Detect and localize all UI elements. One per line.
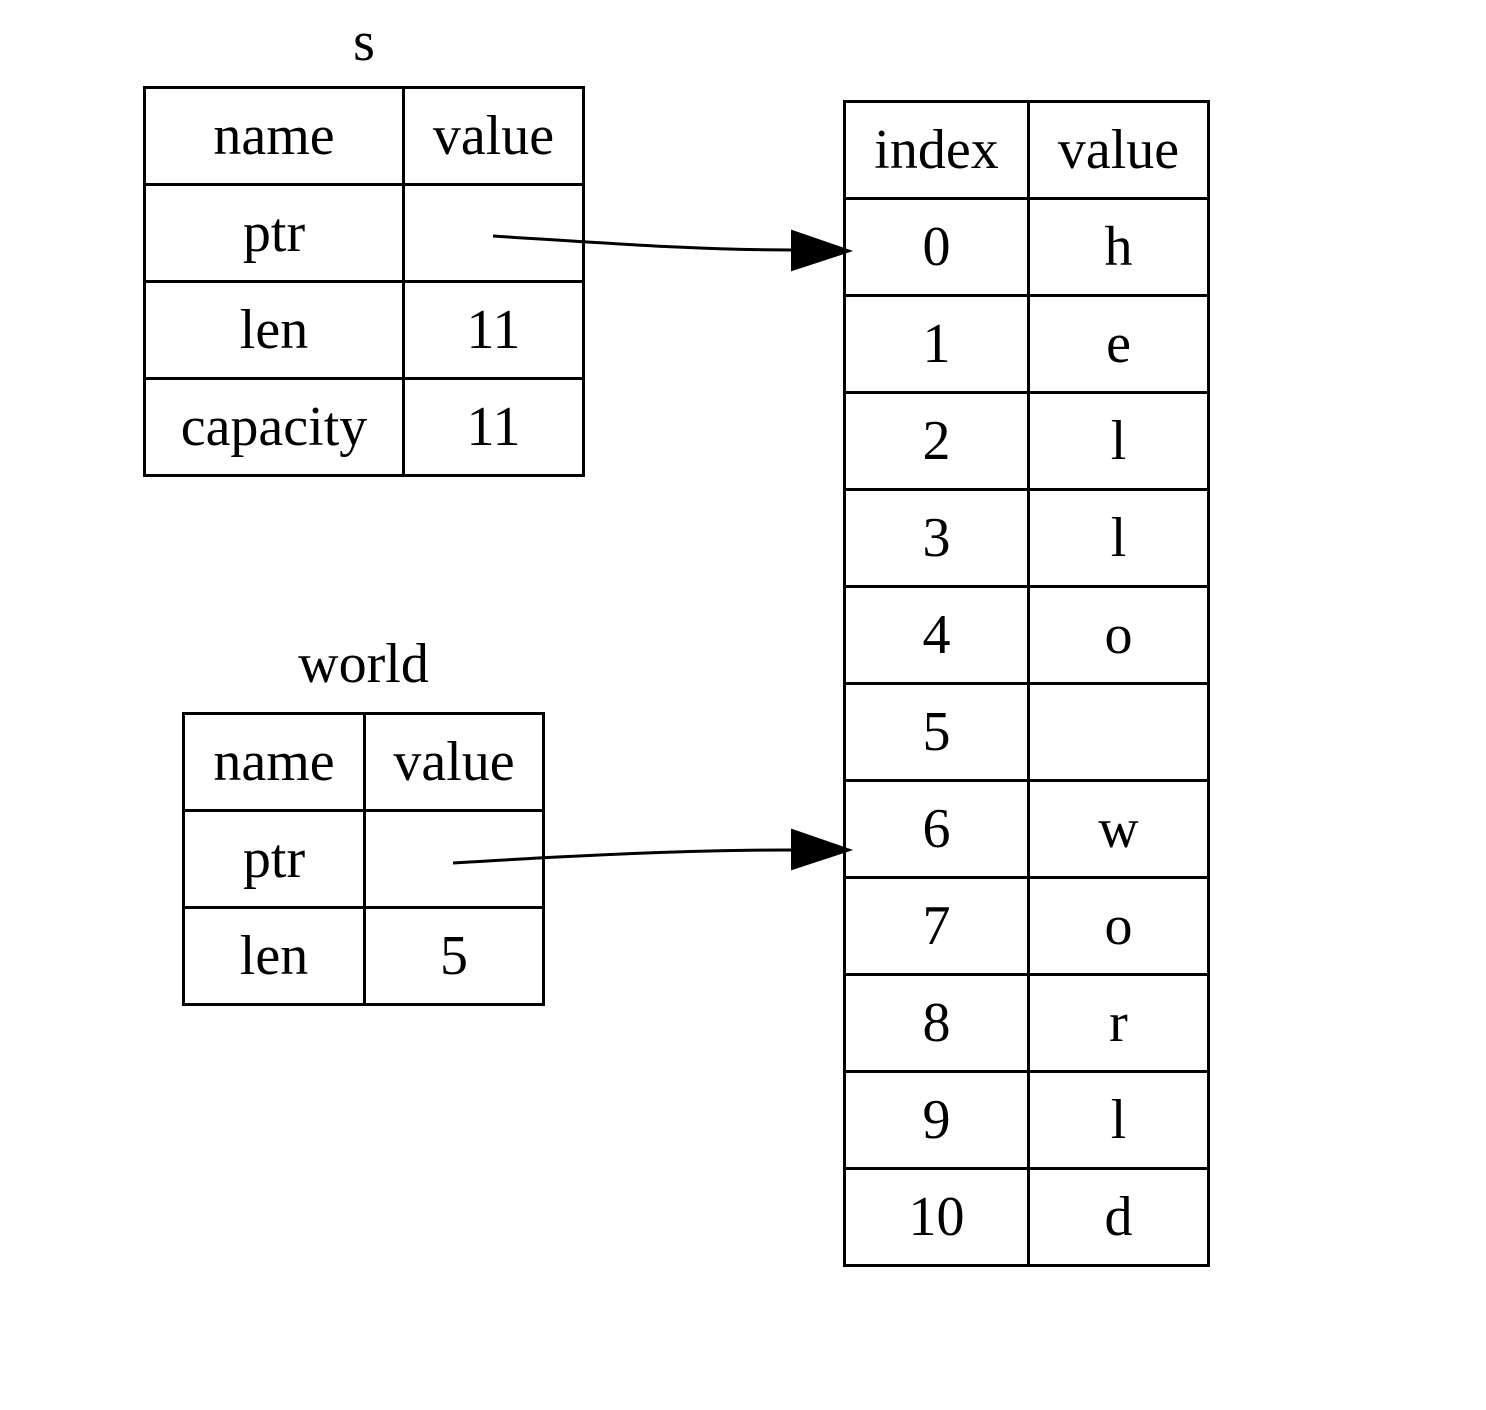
world-len-name: len (182, 906, 366, 1006)
world-title: world (298, 633, 429, 695)
world-header-name: name (182, 712, 366, 812)
world-row-len: len 5 (182, 906, 545, 1006)
heap-header-index: index (843, 100, 1030, 200)
heap-value-cell: r (1027, 973, 1210, 1073)
s-len-value: 11 (402, 280, 585, 380)
heap-index-cell: 6 (843, 779, 1030, 879)
s-row-len: len 11 (143, 280, 585, 380)
world-header-row: name value (182, 712, 545, 812)
s-ptr-arrowhead (791, 229, 854, 272)
s-len-name: len (143, 280, 405, 380)
s-header-value: value (402, 86, 585, 186)
heap-row: 9 l (843, 1070, 1210, 1170)
s-row-ptr: ptr (143, 183, 585, 283)
heap-header-row: index value (843, 100, 1210, 200)
heap-value-cell: l (1027, 488, 1210, 588)
heap-row: 8 r (843, 973, 1210, 1073)
world-len-value: 5 (363, 906, 545, 1006)
heap-row: 5 (843, 682, 1210, 782)
heap-row: 1 e (843, 294, 1210, 394)
s-struct-table: name value ptr len 11 capacity 11 (143, 86, 585, 477)
s-capacity-name: capacity (143, 377, 405, 477)
heap-index-cell: 3 (843, 488, 1030, 588)
heap-index-cell: 0 (843, 197, 1030, 297)
heap-value-cell: w (1027, 779, 1210, 879)
heap-index-cell: 4 (843, 585, 1030, 685)
s-ptr-name: ptr (143, 183, 405, 283)
heap-value-cell: o (1027, 876, 1210, 976)
heap-index-cell: 2 (843, 391, 1030, 491)
s-header-row: name value (143, 86, 585, 186)
world-ptr-value (363, 809, 545, 909)
heap-value-cell: d (1027, 1167, 1210, 1267)
heap-value-cell: o (1027, 585, 1210, 685)
world-struct-table: name value ptr len 5 (182, 712, 545, 1006)
heap-row: 7 o (843, 876, 1210, 976)
heap-index-cell: 5 (843, 682, 1030, 782)
heap-value-cell: h (1027, 197, 1210, 297)
heap-row: 10 d (843, 1167, 1210, 1267)
world-row-ptr: ptr (182, 809, 545, 909)
heap-array-table: index value 0 h 1 e 2 l 3 l 4 o 5 6 w 7 … (843, 100, 1210, 1267)
heap-row: 3 l (843, 488, 1210, 588)
heap-value-cell: e (1027, 294, 1210, 394)
heap-row: 4 o (843, 585, 1210, 685)
heap-value-cell: l (1027, 1070, 1210, 1170)
s-header-name: name (143, 86, 405, 186)
heap-index-cell: 7 (843, 876, 1030, 976)
s-row-capacity: capacity 11 (143, 377, 585, 477)
heap-index-cell: 10 (843, 1167, 1030, 1267)
heap-row: 2 l (843, 391, 1210, 491)
heap-row: 6 w (843, 779, 1210, 879)
heap-index-cell: 9 (843, 1070, 1030, 1170)
s-title: s (353, 11, 375, 73)
heap-value-cell: l (1027, 391, 1210, 491)
heap-index-cell: 1 (843, 294, 1030, 394)
s-ptr-value (402, 183, 585, 283)
world-ptr-name: ptr (182, 809, 366, 909)
s-capacity-value: 11 (402, 377, 585, 477)
heap-index-cell: 8 (843, 973, 1030, 1073)
heap-row: 0 h (843, 197, 1210, 297)
world-ptr-arrowhead (791, 828, 854, 871)
heap-value-cell (1027, 682, 1210, 782)
heap-header-value: value (1027, 100, 1210, 200)
world-header-value: value (363, 712, 545, 812)
